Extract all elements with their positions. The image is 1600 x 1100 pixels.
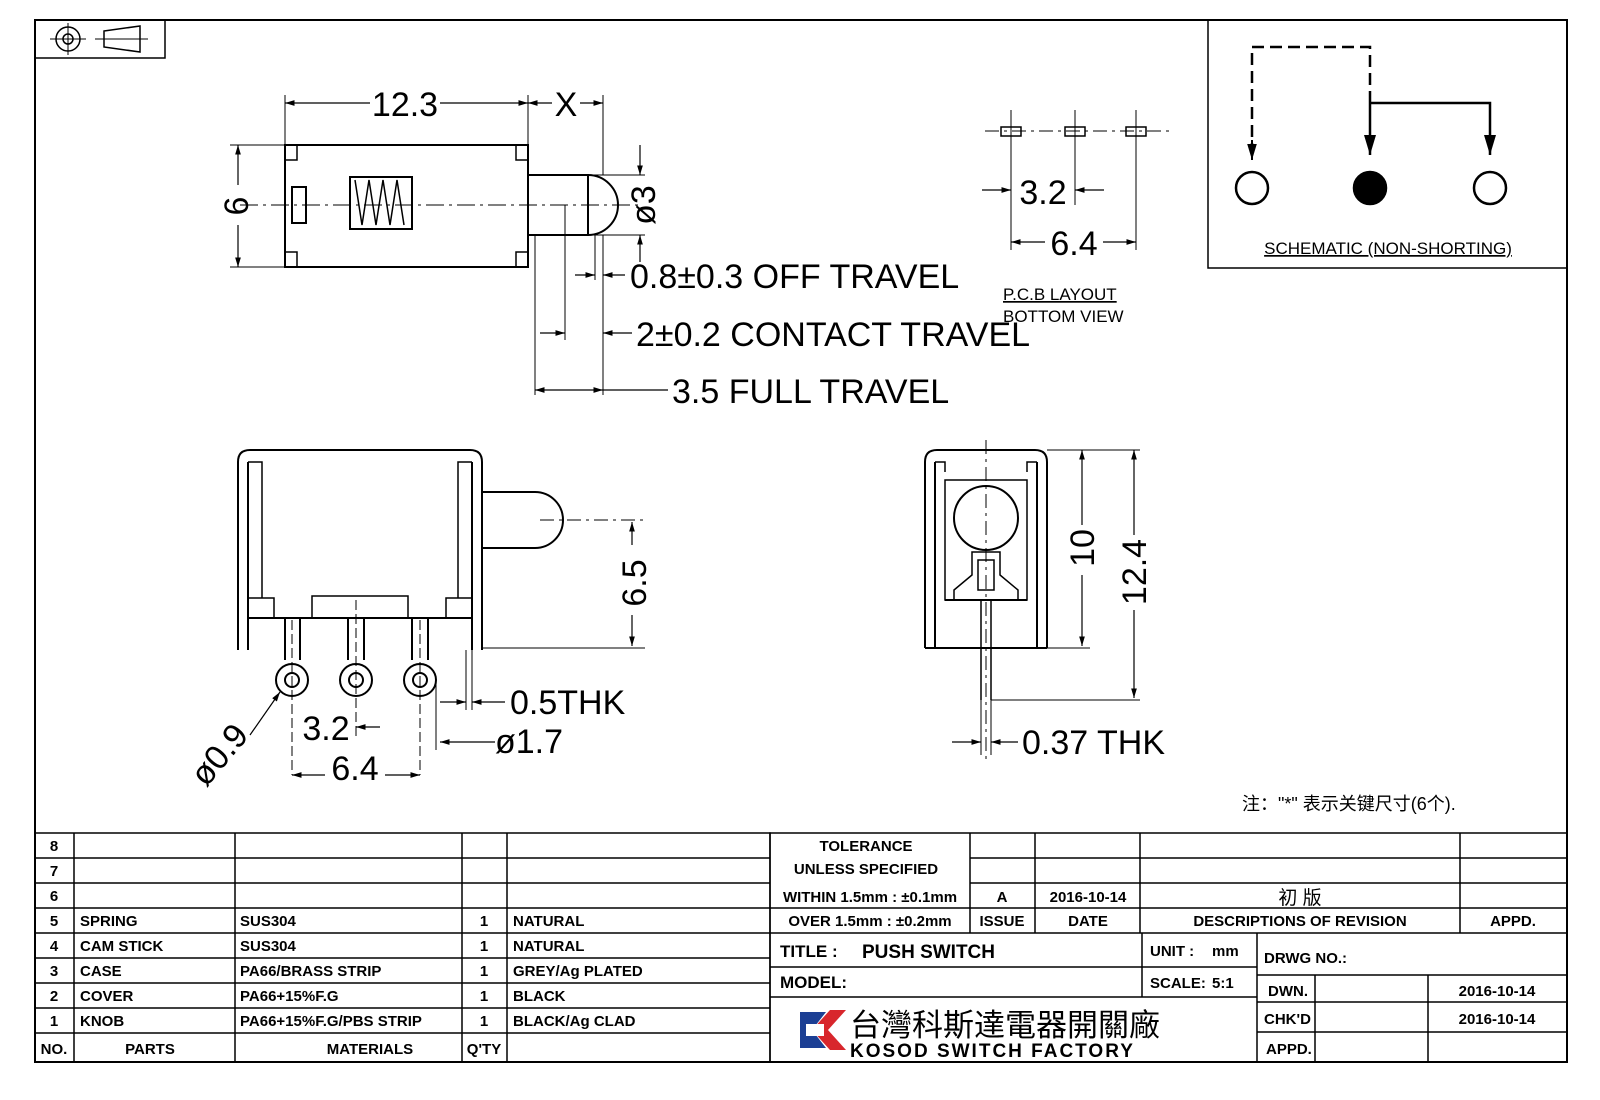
- parts-row-no: 3: [50, 963, 58, 980]
- top-view: [230, 95, 645, 395]
- schematic-terminal-right-icon: [1472, 170, 1508, 206]
- parts-row-finish: NATURAL: [513, 938, 584, 955]
- front-view: [237, 449, 645, 775]
- projection-symbol-icon: [34, 19, 166, 59]
- title-block-grid: [769, 832, 1568, 1063]
- parts-row-part: SPRING: [80, 913, 138, 930]
- revision-col-issue: ISSUE: [979, 913, 1024, 930]
- key-dimension-note: 注："*" 表示关键尺寸(6个).: [1242, 794, 1456, 814]
- unit-label: UNIT :: [1150, 943, 1194, 960]
- parts-row-no: 2: [50, 988, 58, 1005]
- parts-row-no: 5: [50, 913, 58, 930]
- drawn-label: DWN.: [1268, 983, 1308, 1000]
- checked-label: CHK'D: [1264, 1011, 1311, 1028]
- dim-total-height: 12.4: [1116, 539, 1154, 605]
- pcb-layout: [982, 110, 1170, 250]
- parts-header-qty: Q'TY: [467, 1041, 501, 1058]
- dim-contact-travel: 2±0.2 CONTACT TRAVEL: [636, 316, 1030, 354]
- parts-row-no: 7: [50, 863, 58, 880]
- parts-row-no: 8: [50, 838, 58, 855]
- unit-value: mm: [1212, 943, 1239, 960]
- parts-row-no: 4: [50, 938, 59, 955]
- revision-issue: A: [997, 889, 1008, 906]
- title-label: TITLE :: [780, 942, 838, 961]
- parts-row-qty: 1: [480, 938, 488, 955]
- parts-row-material: PA66+15%F.G/PBS STRIP: [240, 1013, 422, 1030]
- top-view-dim-lines: [235, 100, 668, 393]
- dim-pin-dia: ø1.7: [495, 723, 563, 761]
- drawing-number-label: DRWG NO.:: [1264, 950, 1347, 967]
- dim-pin-pitch: 3.2: [302, 710, 349, 748]
- dim-terminal-thk: 0.37 THK: [1022, 724, 1165, 762]
- dim-height: 6: [218, 197, 256, 216]
- company-logo-icon: [800, 1010, 846, 1050]
- dim-x: X: [555, 86, 578, 124]
- parts-header-parts: PARTS: [125, 1041, 175, 1058]
- dim-full-travel: 3.5 FULL TRAVEL: [672, 373, 949, 411]
- drawing-title: PUSH SWITCH: [862, 942, 995, 963]
- parts-row-material: SUS304: [240, 913, 297, 930]
- dim-length: 12.3: [372, 86, 438, 124]
- parts-row-finish: NATURAL: [513, 913, 584, 930]
- revision-date: 2016-10-14: [1050, 889, 1127, 906]
- schematic: [1207, 19, 1568, 269]
- model-label: MODEL:: [780, 973, 847, 992]
- company-name-chinese: 台灣科斯達電器開關廠: [850, 1008, 1160, 1044]
- dim-hole-09: ø0.9: [183, 717, 256, 794]
- parts-row-part: KNOB: [80, 1013, 124, 1030]
- parts-row-finish: BLACK: [513, 988, 566, 1005]
- tolerance-over: OVER 1.5mm : ±0.2mm: [788, 913, 951, 930]
- parts-row-qty: 1: [480, 1013, 488, 1030]
- scale-label: SCALE:: [1150, 975, 1206, 992]
- parts-row-part: CAM STICK: [80, 938, 163, 955]
- parts-row-qty: 1: [480, 988, 488, 1005]
- front-view-dim-lines: [249, 522, 635, 778]
- parts-row-part: COVER: [80, 988, 134, 1005]
- dim-knob-height: 6.5: [616, 559, 654, 606]
- parts-row-qty: 1: [480, 963, 488, 980]
- checked-date: 2016-10-14: [1459, 1011, 1536, 1028]
- side-view: [924, 440, 1140, 760]
- parts-row-material: SUS304: [240, 938, 297, 955]
- pcb-layout-title: P.C.B LAYOUT: [1003, 285, 1117, 304]
- pcb-dim-span: 6.4: [1050, 225, 1097, 263]
- tolerance-within: WITHIN 1.5mm : ±0.1mm: [783, 889, 957, 906]
- side-view-dim-lines: [952, 450, 1137, 745]
- approved-label: APPD.: [1266, 1041, 1312, 1058]
- parts-row-finish: BLACK/Ag CLAD: [513, 1013, 636, 1030]
- pcb-dim-pitch: 3.2: [1019, 174, 1066, 212]
- dim-pin-span: 6.4: [331, 750, 378, 788]
- scale-value: 5:1: [1212, 975, 1234, 992]
- dim-body-height: 10: [1064, 529, 1102, 567]
- parts-header-materials: MATERIALS: [327, 1041, 413, 1058]
- company-name-english: KOSOD SWITCH FACTORY: [850, 1041, 1135, 1062]
- schematic-terminal-left-icon: [1234, 170, 1270, 206]
- tolerance-subtitle: UNLESS SPECIFIED: [794, 861, 938, 878]
- dim-off-travel: 0.8±0.3 OFF TRAVEL: [630, 258, 959, 296]
- revision-col-desc: DESCRIPTIONS OF REVISION: [1193, 913, 1406, 930]
- parts-row-no: 1: [50, 1013, 58, 1030]
- dim-knob-dia: ø3: [625, 185, 663, 225]
- tolerance-title: TOLERANCE: [819, 838, 912, 855]
- revision-col-appd: APPD.: [1490, 913, 1536, 930]
- parts-row-no: 6: [50, 888, 58, 905]
- pcb-layout-subtitle: BOTTOM VIEW: [1003, 307, 1124, 326]
- parts-row-material: PA66+15%F.G: [240, 988, 339, 1005]
- parts-row-finish: GREY/Ag PLATED: [513, 963, 643, 980]
- revision-description: 初 版: [1278, 887, 1321, 909]
- schematic-label: SCHEMATIC (NON-SHORTING): [1264, 239, 1512, 258]
- parts-header-no: NO.: [41, 1041, 68, 1058]
- drawn-date: 2016-10-14: [1459, 983, 1536, 1000]
- parts-row-material: PA66/BRASS STRIP: [240, 963, 381, 980]
- parts-row-qty: 1: [480, 913, 488, 930]
- revision-col-date: DATE: [1068, 913, 1108, 930]
- parts-row-part: CASE: [80, 963, 122, 980]
- schematic-terminal-common-icon: [1352, 170, 1388, 206]
- dim-thk-05: 0.5THK: [510, 684, 626, 722]
